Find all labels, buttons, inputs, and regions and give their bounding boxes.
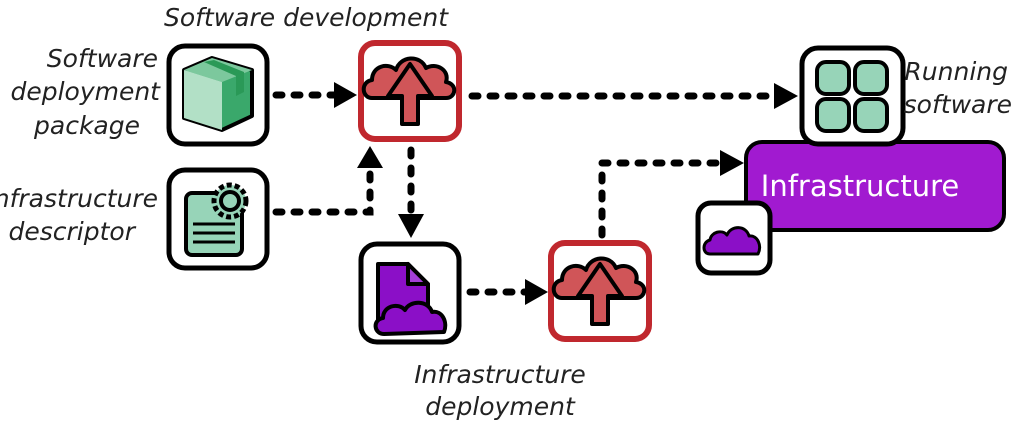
edge-package-to-deploy <box>272 82 357 108</box>
label-package-1: Software <box>47 44 158 73</box>
software-package-node[interactable] <box>166 43 270 147</box>
infrastructure-file-node[interactable] <box>358 241 462 345</box>
infrastructure-descriptor-node[interactable] <box>166 167 270 271</box>
label-descriptor-1: Infrastructure <box>0 184 158 213</box>
cloud-node[interactable] <box>695 200 773 276</box>
document-gear-icon <box>184 182 249 257</box>
infrastructure-node[interactable]: Infrastructure <box>744 140 1006 232</box>
edge-descriptor-to-deploy <box>272 146 383 216</box>
label-running-2: software <box>904 90 1012 119</box>
software-deployment-node[interactable] <box>358 40 462 142</box>
edge-infra-deploy-to-infrastructure <box>598 150 744 239</box>
label-package-2: deployment <box>10 77 161 106</box>
package-icon <box>182 56 254 132</box>
edge-deploy-to-infra-file <box>398 146 424 238</box>
label-running-1: Running <box>904 57 1008 86</box>
app-grid-icon <box>815 60 889 133</box>
cloud-icon <box>702 226 762 256</box>
infrastructure-deployment-node[interactable] <box>548 240 652 342</box>
label-package-3: package <box>33 111 140 140</box>
label-infra-deployment-2: deployment <box>425 392 576 421</box>
label-infrastructure: Infrastructure <box>761 169 959 203</box>
label-infra-deployment-1: Infrastructure <box>414 360 586 389</box>
edge-deploy-to-running <box>468 83 798 109</box>
label-descriptor-2: descriptor <box>9 217 137 246</box>
running-software-node[interactable] <box>799 45 906 147</box>
file-cloud-icon <box>373 262 448 336</box>
label-software-development: Software development <box>164 3 449 32</box>
edge-infra-file-to-infra-deploy <box>466 279 548 305</box>
